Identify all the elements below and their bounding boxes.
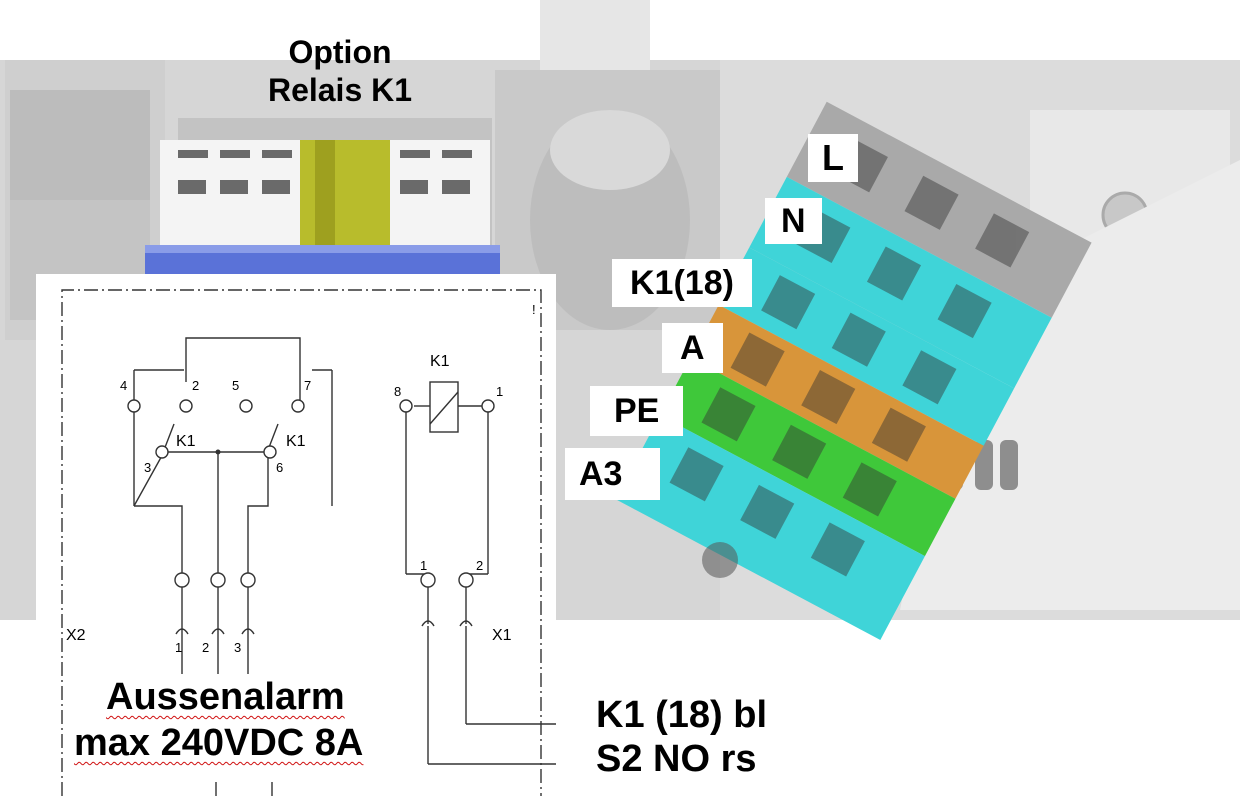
relay-coil: [429, 381, 459, 433]
schematic-panel: 4 2 5 7 3 6 8 1 K1 K1 K1 ! X2 1 2 3 X1 1…: [36, 274, 556, 796]
pin-8: 8: [394, 384, 401, 399]
pin-4: 4: [120, 378, 127, 393]
x2-pin-1: 1: [175, 640, 182, 655]
alarm-label-line-2: max 240VDC 8A: [74, 722, 363, 765]
alarm-text-2: max 240VDC 8A: [74, 722, 364, 764]
schematic-frame: [61, 289, 542, 796]
x2-pin-2: 2: [202, 640, 209, 655]
connector-x2-label: X2: [66, 627, 86, 644]
title-line-2: Relais K1: [267, 71, 413, 108]
relay-module: [145, 118, 500, 280]
x1-pin-2: 2: [476, 558, 483, 573]
terminal-screw: [702, 542, 738, 578]
schematic-drawing: 4 2 5 7 3 6 8 1 K1 K1 K1 ! X2 1 2 3 X1 1…: [61, 289, 556, 796]
pin-1: 1: [496, 384, 503, 399]
relay-yellow-core: [300, 140, 390, 260]
pin-2: 2: [192, 378, 199, 393]
wire-text-s2: S2 NO rs: [596, 738, 757, 780]
pin-5: 5: [232, 378, 239, 393]
exclamation-mark: !: [532, 302, 536, 317]
x1-pin-1: 1: [420, 558, 427, 573]
terminal-label-pe: PE: [590, 386, 684, 436]
relay-option-title: Option Relais K1: [190, 34, 490, 110]
terminal-label-a3: A3: [565, 448, 661, 500]
alarm-text-1: Aussenalarm: [106, 676, 345, 718]
pin-7: 7: [304, 378, 311, 393]
terminal-label-k1-18: K1(18): [612, 259, 752, 307]
terminal-label-a: A: [662, 323, 723, 373]
pin-3: 3: [144, 460, 151, 475]
contact-label-2: K1: [286, 433, 306, 450]
alarm-label-line-1: Aussenalarm: [106, 676, 345, 719]
terminal-label-l: L: [808, 134, 858, 182]
title-line-1: Option: [288, 34, 392, 70]
terminal-label-n: N: [765, 198, 822, 244]
relay-coil-label: K1: [430, 353, 450, 370]
wire-label-k1-18: K1 (18) bl: [596, 694, 768, 736]
pin-6: 6: [276, 460, 283, 475]
connector-x1-label: X1: [492, 627, 512, 644]
wire-label-s2-no: S2 NO rs: [596, 738, 757, 781]
x2-pin-3: 3: [234, 640, 241, 655]
terminal-block: [615, 101, 1092, 640]
contact-label-1: K1: [176, 433, 196, 450]
